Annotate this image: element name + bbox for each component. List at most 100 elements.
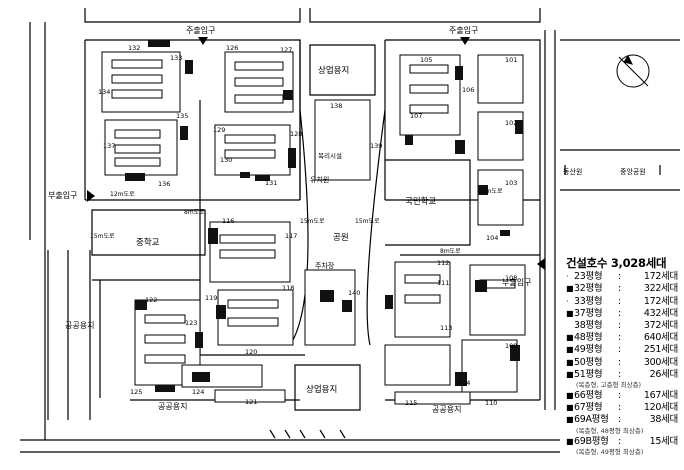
legend-note: (복층형, 49평형 최상층) <box>576 447 644 456</box>
building-number: 137 <box>103 142 115 150</box>
legend-separator: : <box>618 307 622 319</box>
legend-note: (복층형, 48평형 최상층) <box>576 426 644 435</box>
legend-marker: ■ <box>566 357 574 367</box>
building-number: 118 <box>282 284 294 292</box>
legend-unit-count: 15세대 <box>649 435 679 447</box>
legend-marker: ■ <box>566 436 574 446</box>
public-land-bottom-right: 공공용지 <box>432 405 461 414</box>
building-number: 103 <box>505 179 517 187</box>
legend-separator: : <box>618 356 622 368</box>
road-8m-a: 8m도로 <box>184 209 205 216</box>
road-12m-left: 12m도로 <box>110 191 135 198</box>
elementary-school-label: 국민학교 <box>405 196 436 207</box>
legend-unit-size: 33평형 <box>574 295 603 307</box>
public-land-left: 공공용지 <box>65 321 94 330</box>
unit-type-legend: 건설호수 3,028세대 ·23평형:172세대■32평형:322세대·33평형… <box>566 257 678 457</box>
legend-separator: : <box>618 344 622 356</box>
legend-row: ■69B평형: 15세대 <box>566 436 678 448</box>
legend-unit-count: 167세대 <box>643 390 678 402</box>
legend-unit-size: 32평형 <box>574 283 603 295</box>
building-number: 121 <box>245 398 257 406</box>
legend-row: ■48평형:640세대 <box>566 332 678 344</box>
legend-unit-size: 66평형 <box>574 390 603 402</box>
entrance-label-right: 부출입구 <box>502 277 531 287</box>
building-number: 104 <box>486 234 498 242</box>
building-number: 125 <box>130 388 142 396</box>
legend-unit-count: 372세대 <box>643 320 678 332</box>
legend-marker: ■ <box>566 415 574 425</box>
legend-unit-count: 640세대 <box>643 332 678 344</box>
legend-title: 건설호수 3,028세대 <box>566 256 667 270</box>
legend-separator: : <box>618 414 622 426</box>
building-number: 109 <box>505 342 517 350</box>
building-number: 101 <box>505 56 517 64</box>
legend-unit-count: 300세대 <box>643 356 678 368</box>
legend-row: 38평형: 372세대 <box>566 320 678 332</box>
building-number: 124 <box>192 388 204 396</box>
commercial-land-top: 상업용지 <box>318 65 349 76</box>
building-number: 110 <box>485 399 497 407</box>
legend-row: ·23평형:172세대 <box>566 271 678 283</box>
legend-marker: · <box>566 272 569 282</box>
road-15m-left: 15m도로 <box>90 233 115 240</box>
building-number: 102 <box>505 119 517 127</box>
legend-separator: : <box>618 390 622 402</box>
kindergarten-label: 유치원 <box>310 175 329 184</box>
building-number: 114 <box>458 379 470 387</box>
building-number: 119 <box>205 294 217 302</box>
building-number: 111 <box>437 279 449 287</box>
legend-marker: · <box>566 296 569 306</box>
legend-note: (복층형, 고층형 최상층) <box>576 381 642 390</box>
legend-unit-size: 37평형 <box>574 307 603 319</box>
parking-label: 주차장 <box>315 261 335 270</box>
legend-unit-size: 50평형 <box>574 356 603 368</box>
legend-separator: : <box>618 435 622 447</box>
legend-marker: ■ <box>566 403 574 413</box>
highlighted-units <box>125 40 523 392</box>
legend-rows: ·23평형:172세대■32평형:322세대·33평형:172세대■37평형:4… <box>566 271 678 457</box>
building-number: 116 <box>222 217 234 225</box>
building-number: 115 <box>405 399 417 407</box>
legend-marker: ■ <box>566 284 574 294</box>
entrance-label-top-right: 주출입구 <box>449 25 478 35</box>
compass-icon <box>616 54 650 88</box>
legend-unit-count: 432세대 <box>643 307 678 319</box>
arrow-top-right-icon <box>460 37 470 45</box>
legend-separator: : <box>618 320 622 332</box>
legend-unit-count: 38세대 <box>649 414 679 426</box>
legend-marker <box>566 320 574 332</box>
public-land-bottom-left: 공공용지 <box>158 402 187 411</box>
building-number: 140 <box>348 289 360 297</box>
legend-unit-size: 49평형 <box>574 344 603 356</box>
building-number: 106 <box>462 86 474 94</box>
building-number: 122 <box>145 296 157 304</box>
entrance-label-top-left: 주출입구 <box>186 25 215 35</box>
legend-marker: ■ <box>566 345 574 355</box>
middle-school-label: 중학교 <box>136 237 160 248</box>
legend-marker: ■ <box>566 308 574 318</box>
building-number: 123 <box>185 319 197 327</box>
legend-unit-size: 67평형 <box>574 402 603 414</box>
building-number: 126 <box>226 44 238 52</box>
legend-unit-size: 69A평형 <box>574 414 609 426</box>
building-number: 112 <box>437 259 449 267</box>
welfare-label: 복리시설 <box>318 151 342 160</box>
legend-row: ■66평형:167세대 <box>566 390 678 402</box>
entrance-label-left: 부출입구 <box>48 190 77 200</box>
legend-row: ■49평형:251세대 <box>566 344 678 356</box>
legend-unit-size: 38평형 <box>574 320 603 332</box>
legend-unit-count: 172세대 <box>643 295 678 307</box>
building-number: 127 <box>280 46 292 54</box>
legend-unit-size: 69B평형 <box>574 435 609 447</box>
arrow-top-left-icon <box>198 37 208 45</box>
legend-unit-size: 51평형 <box>574 368 603 380</box>
building-number: 108 <box>505 274 517 282</box>
legend-unit-count: 26세대 <box>649 368 679 380</box>
arrow-left-icon <box>87 190 95 202</box>
legend-separator: : <box>618 332 622 344</box>
legend-separator: : <box>618 271 622 283</box>
building-number: 128 <box>290 130 302 138</box>
legend-unit-count: 120세대 <box>643 402 678 414</box>
building-number: 138 <box>330 102 342 110</box>
